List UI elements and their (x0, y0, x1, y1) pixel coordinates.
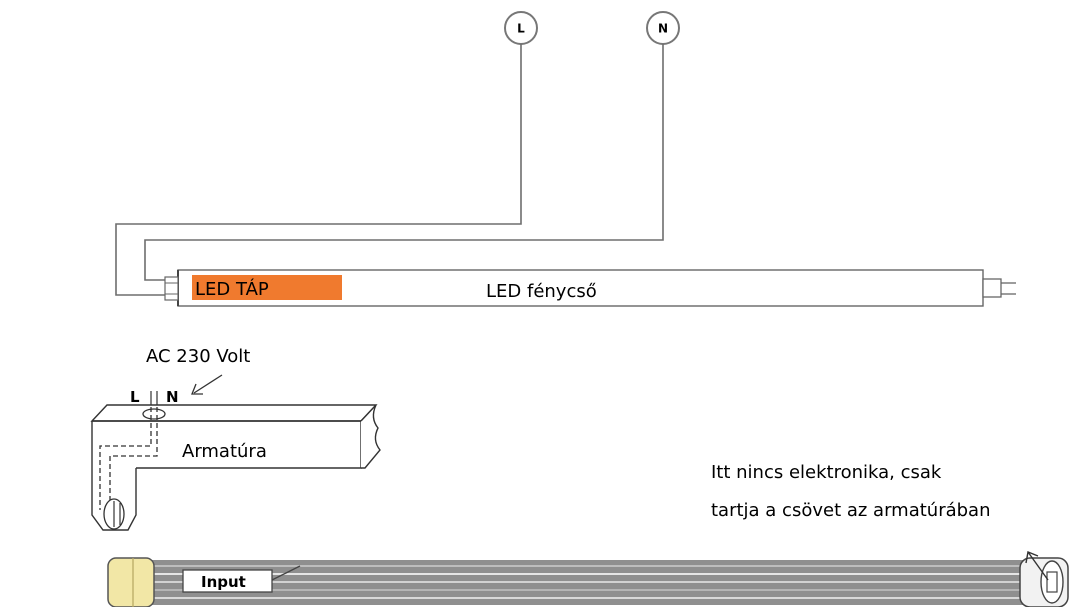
pin-l-label: L (130, 388, 140, 406)
fixture-label: Armatúra (182, 441, 267, 462)
input-label: Input (201, 573, 246, 591)
tube-left-cap (107, 557, 155, 607)
terminal-n-label: N (658, 22, 668, 36)
note-line-1: Itt nincs elektronika, csak (711, 462, 942, 483)
led-tube-top: LED TÁP LED fénycső (164, 269, 1016, 307)
terminal-l-label: L (517, 22, 525, 36)
left-pins (164, 276, 179, 301)
terminal-n: N (646, 11, 680, 45)
led-tube-label: LED fénycső (486, 281, 597, 302)
led-driver-block (192, 275, 342, 300)
led-driver-label: LED TÁP (195, 278, 269, 300)
neutral-wire (144, 44, 664, 281)
voltage-label: AC 230 Volt (146, 346, 250, 367)
input-box (182, 569, 273, 593)
note-arrow (1025, 551, 1049, 581)
led-tube-bottom: Input (107, 557, 1069, 607)
terminal-l: L (504, 11, 538, 45)
line-wire (115, 44, 522, 296)
pin-n-label: N (166, 388, 179, 406)
voltage-arrow (191, 374, 223, 395)
fixture-body (90, 404, 381, 531)
right-end-cap (982, 278, 1002, 298)
note-line-2: tartja a csövet az armatúrában (711, 500, 990, 521)
